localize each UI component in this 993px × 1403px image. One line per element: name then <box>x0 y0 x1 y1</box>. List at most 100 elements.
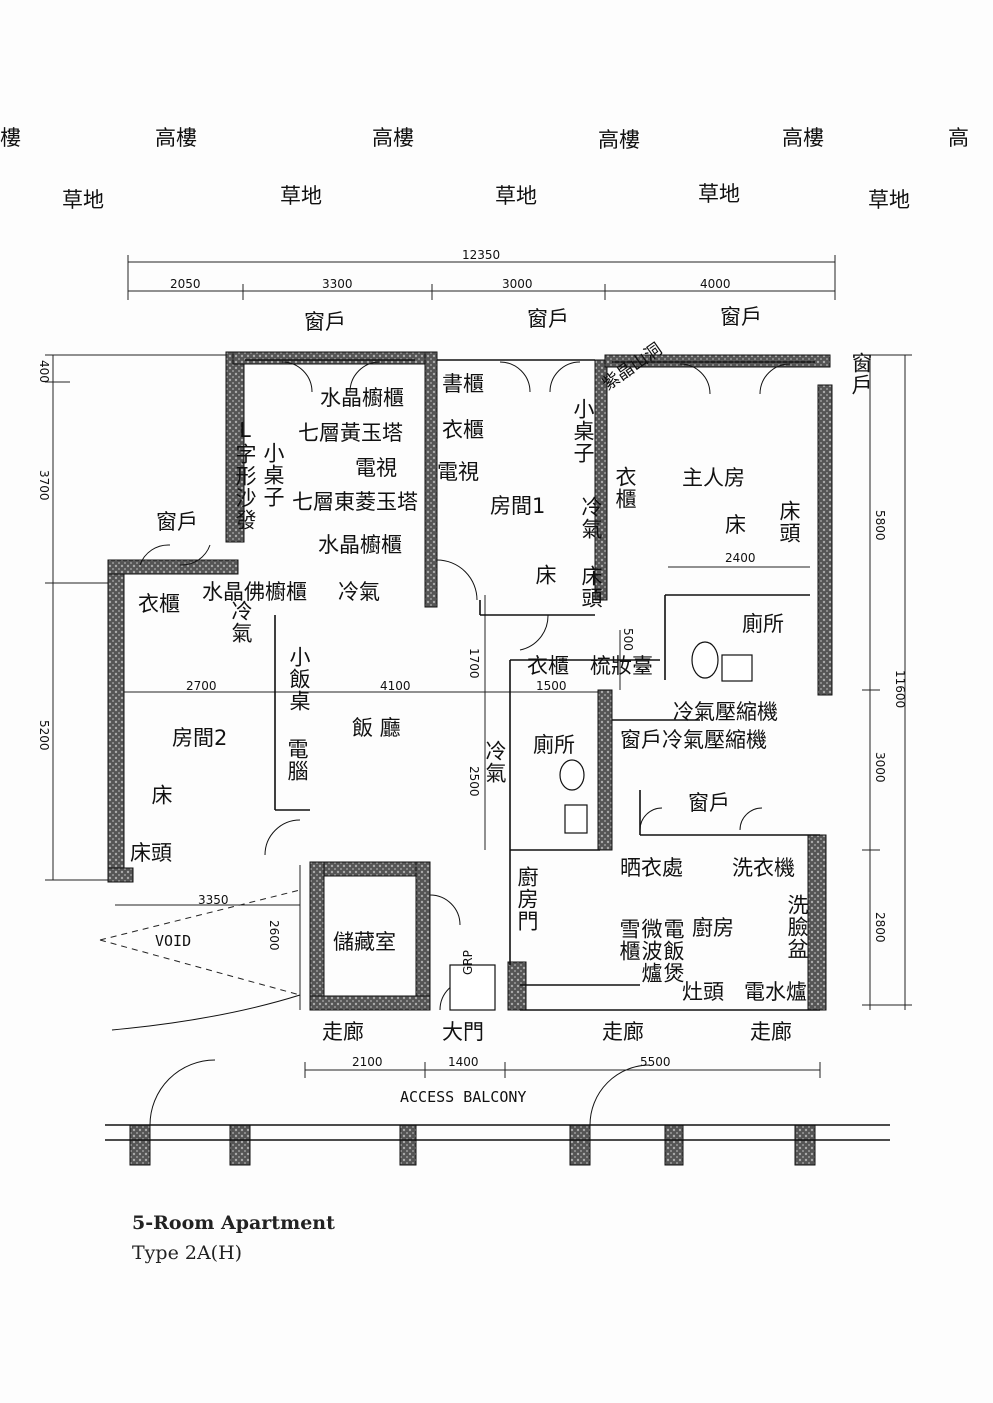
bed-label: 床 <box>725 513 746 537</box>
water-heater-label: 電水爐 <box>744 980 807 1004</box>
dimension-bottom: 2100 <box>352 1055 383 1069</box>
dimension-mid: 2500 <box>467 766 481 797</box>
sofa-label: L字形沙發 <box>233 418 257 531</box>
kitchen-door-label: 廚房門 <box>515 866 539 932</box>
plan-title: 5-Room Apartment <box>132 1212 335 1234</box>
room1-label: 房間1 <box>490 494 546 518</box>
aircon-bedhead-label: 冷氣 床頭 <box>579 496 603 609</box>
window-label: 窗戶 <box>156 510 198 534</box>
aircon-label: 冷氣 <box>483 740 507 784</box>
crystal-cabinet-label: 水晶櫥櫃 <box>318 533 402 557</box>
grass-label: 草地 <box>495 184 537 208</box>
wardrobe-label: 衣櫃 <box>527 654 569 678</box>
corridor-label: 走廊 <box>322 1020 364 1044</box>
dressing-table-label: 梳妝臺 <box>590 654 653 678</box>
window-label: 窗戶 <box>720 305 762 329</box>
wardrobe-label: 衣櫃 <box>613 466 637 510</box>
tv-label: 電視 <box>355 456 397 480</box>
aircon-label: 冷氣 <box>229 600 253 644</box>
void-outline <box>99 889 301 996</box>
bed-label: 床 <box>533 564 557 586</box>
bathroom-fixtures <box>449 641 753 1011</box>
washing-machine-label: 洗衣機 <box>732 856 795 880</box>
dimension-top: 2050 <box>170 277 201 291</box>
pagoda-label: 七層東菱玉塔 <box>292 490 418 514</box>
fridge-label: 雪櫃 <box>617 918 641 962</box>
door-swings <box>111 361 791 1126</box>
bed-head-label: 床頭 <box>777 500 801 544</box>
dimension-row: 2700 <box>186 679 217 693</box>
tv-label: 電視 <box>437 460 479 484</box>
dimension-row: 4100 <box>380 679 411 693</box>
microwave-label: 微波爐 <box>639 918 663 984</box>
corridor-label: 走廊 <box>602 1020 644 1044</box>
window-label: 窗戶 <box>304 310 346 334</box>
dimension-top: 4000 <box>700 277 731 291</box>
buddha-cabinet-label: 水晶佛櫥櫃 <box>202 580 307 604</box>
pagoda-label: 七層黃玉塔 <box>298 421 403 445</box>
window-label: 窗戶 <box>688 791 730 815</box>
dimension-store: 2600 <box>267 920 281 951</box>
dimension-right: 11600 <box>893 670 907 709</box>
rice-cooker-label: 電飯煲 <box>661 918 685 984</box>
dimension-left: 5200 <box>37 720 51 751</box>
storeroom-label: 儲藏室 <box>333 930 396 954</box>
stove-label: 灶頭 <box>682 980 724 1004</box>
dimension-right: 2800 <box>873 912 887 943</box>
room2-label: 房間2 <box>172 726 228 750</box>
toilet-label: 廁所 <box>533 733 575 757</box>
grass-label: 草地 <box>868 188 910 212</box>
bed-head-label: 床頭 <box>130 841 172 865</box>
dimension-overall: 12350 <box>462 248 501 262</box>
aircon-label: 冷氣 <box>338 580 380 604</box>
building-label: 高樓 <box>598 128 640 152</box>
bed-label: 床 <box>149 784 173 806</box>
dimension-left: 3700 <box>37 470 51 501</box>
building-label: 高 <box>948 126 969 150</box>
dimension-mid: 1700 <box>467 648 481 679</box>
main-door-label: 大門 <box>442 1020 484 1044</box>
dimension-right: 3000 <box>873 752 887 783</box>
building-label: 高樓 <box>372 126 414 150</box>
access-balcony-label: ACCESS BALCONY <box>400 1088 527 1106</box>
grass-label: 草地 <box>280 184 322 208</box>
small-table-label: 小桌子 <box>571 398 595 464</box>
building-label: 樓 <box>0 126 21 150</box>
dimension-bottom: 1400 <box>448 1055 479 1069</box>
dimension-left: 400 <box>37 360 51 383</box>
dimension-mid: 500 <box>621 628 635 651</box>
dimension-lines <box>45 255 912 1078</box>
corridor-label: 走廊 <box>750 1020 792 1044</box>
dimension-top: 3300 <box>322 277 353 291</box>
computer-label: 電腦 <box>285 738 309 782</box>
sink-label: 洗臉盆 <box>785 894 809 960</box>
dimension-mid: 1500 <box>536 679 567 693</box>
dimension-right: 5800 <box>873 510 887 541</box>
partitions <box>105 359 890 1141</box>
dimension-bottom: 5500 <box>640 1055 671 1069</box>
plan-subtitle: Type 2A(H) <box>132 1242 243 1264</box>
dining-hall-label: 飯 廳 <box>352 716 401 740</box>
window-label: 窗戶 <box>527 307 569 331</box>
grp-label: GRP <box>461 950 475 975</box>
bookcase-label: 書櫃 <box>442 372 484 396</box>
drying-area-label: 晒衣處 <box>620 856 683 880</box>
void-label: VOID <box>155 932 192 950</box>
small-table-label: 小桌子 <box>261 442 285 508</box>
crystal-cabinet-label: 水晶櫥櫃 <box>320 386 404 410</box>
master-room-label: 主人房 <box>682 466 745 490</box>
window-label: 窗戶 <box>849 352 873 396</box>
dimension-void: 3350 <box>198 893 229 907</box>
grass-label: 草地 <box>698 182 740 206</box>
kitchen-label: 廚房 <box>692 916 734 940</box>
building-label: 高樓 <box>155 126 197 150</box>
compressor-label: 窗戶冷氣壓縮機 <box>620 728 767 752</box>
dimension-bath: 2400 <box>725 551 756 565</box>
building-label: 高樓 <box>782 126 824 150</box>
dining-table-label: 小飯桌 <box>287 646 311 712</box>
wardrobe-label: 衣櫃 <box>442 418 484 442</box>
compressor-label: 冷氣壓縮機 <box>673 700 778 724</box>
dimension-top: 3000 <box>502 277 533 291</box>
